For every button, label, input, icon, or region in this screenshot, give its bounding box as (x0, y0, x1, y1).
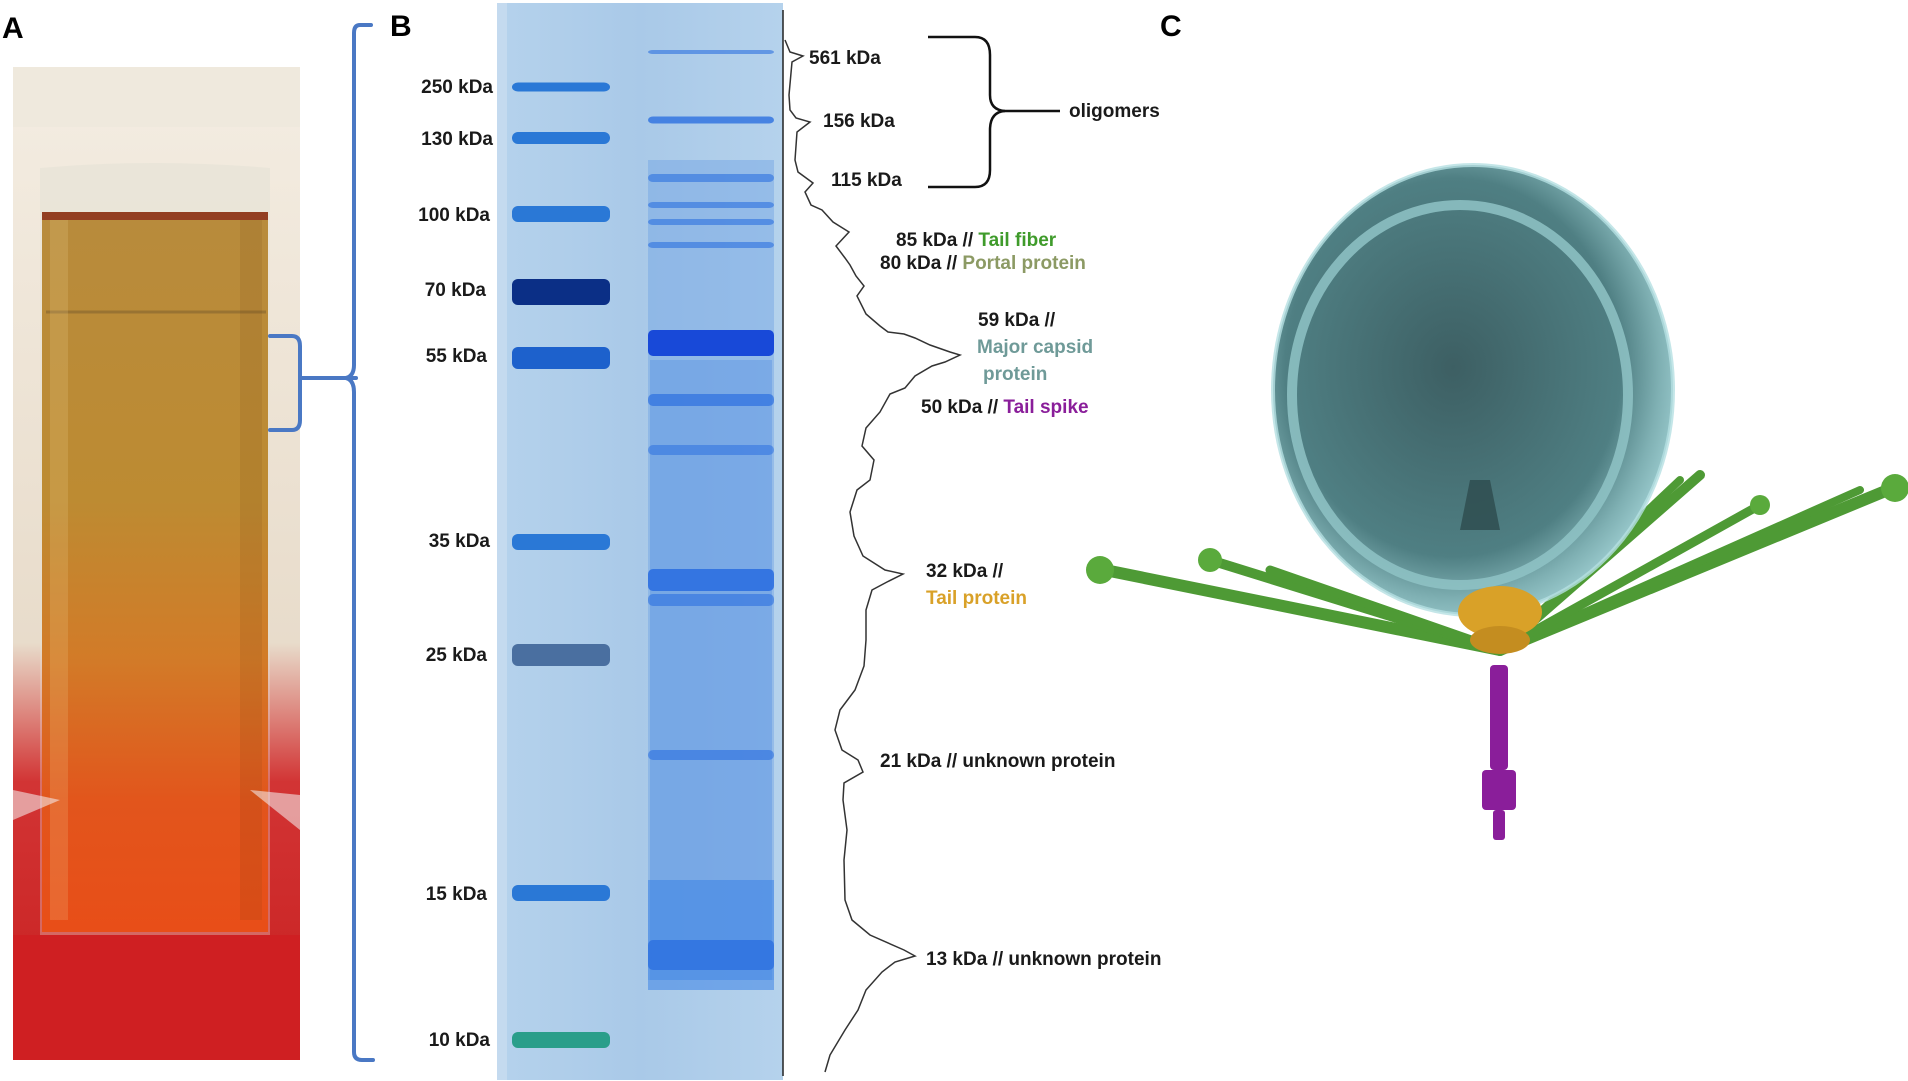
densitometry-profile (784, 39, 963, 1073)
marker-label-250: 250 kDa (421, 77, 493, 98)
marker-band (512, 132, 610, 144)
marker-band (512, 347, 610, 369)
marker-label-15: 15 kDa (426, 884, 488, 905)
portal-protein-label: Portal protein (962, 253, 1086, 274)
sample-band (648, 50, 774, 54)
marker-label-25: 25 kDa (426, 645, 488, 666)
marker-label-100: 100 kDa (418, 205, 490, 226)
tail-protein (1458, 586, 1542, 638)
sample-band (648, 394, 774, 406)
selection-bracket (268, 23, 375, 1062)
marker-band (512, 279, 610, 305)
marker-band (512, 885, 610, 901)
tail-fiber-label: Tail fiber (978, 230, 1056, 251)
tail-protein-label: Tail protein (926, 588, 1027, 609)
major-capsid-label-1: Major capsid (977, 337, 1093, 358)
centrifuge-tube-photo (13, 67, 300, 1060)
marker-band (512, 644, 610, 666)
band-label-21: 21 kDa // unknown protein (880, 751, 1115, 772)
marker-label-130: 130 kDa (421, 129, 493, 150)
band-label-50: 50 kDa // Tail spike (921, 397, 1089, 418)
marker-band (512, 1032, 610, 1048)
marker-label-55: 55 kDa (426, 346, 488, 367)
band-label-80: 80 kDa // Portal protein (880, 253, 1086, 274)
band-label-561: 561 kDa (809, 48, 881, 69)
sample-band (648, 330, 774, 356)
band-label-13: 13 kDa // unknown protein (926, 949, 1161, 970)
phage-3d-structure (1086, 163, 1908, 840)
band-label-115: 115 kDa (831, 170, 902, 191)
marker-bands (512, 82, 610, 1048)
portal (1460, 480, 1500, 530)
panel-label-b: B (390, 10, 412, 43)
sample-band (648, 116, 774, 124)
marker-band (512, 206, 610, 222)
sample-band (648, 174, 774, 182)
tail-spike-label: Tail spike (1003, 397, 1088, 418)
band-label-85: 85 kDa // Tail fiber (896, 230, 1057, 251)
marker-label-35: 35 kDa (429, 531, 491, 552)
band-label-156: 156 kDa (823, 111, 895, 132)
sample-band (648, 202, 774, 208)
panel-label-c: C (1160, 10, 1182, 43)
sds-page-gel (497, 3, 783, 1080)
band-annotations: 561 kDa 156 kDa 115 kDa 85 kDa // Tail f… (809, 48, 1161, 970)
capsid (1273, 165, 1673, 615)
sample-band (648, 445, 774, 455)
panel-label-a: A (2, 12, 24, 45)
sample-band (648, 750, 774, 760)
marker-band (512, 82, 610, 92)
tail-spike (1482, 665, 1516, 840)
sample-bands (648, 50, 774, 970)
marker-label-70: 70 kDa (425, 280, 487, 301)
oligomers-brace (928, 35, 1060, 189)
sample-band (648, 940, 774, 970)
marker-band (512, 534, 610, 550)
major-capsid-label-2: protein (983, 364, 1047, 385)
marker-labels: 250 kDa 130 kDa 100 kDa 70 kDa 55 kDa 35… (418, 77, 493, 1051)
sample-band (648, 594, 774, 606)
sample-band (648, 219, 774, 225)
marker-label-10: 10 kDa (429, 1030, 491, 1051)
oligomers-label: oligomers (1069, 101, 1160, 122)
sample-band (648, 569, 774, 591)
sample-band (648, 242, 774, 248)
band-label-32: 32 kDa // (926, 561, 1004, 582)
band-label-59: 59 kDa // (978, 310, 1056, 331)
